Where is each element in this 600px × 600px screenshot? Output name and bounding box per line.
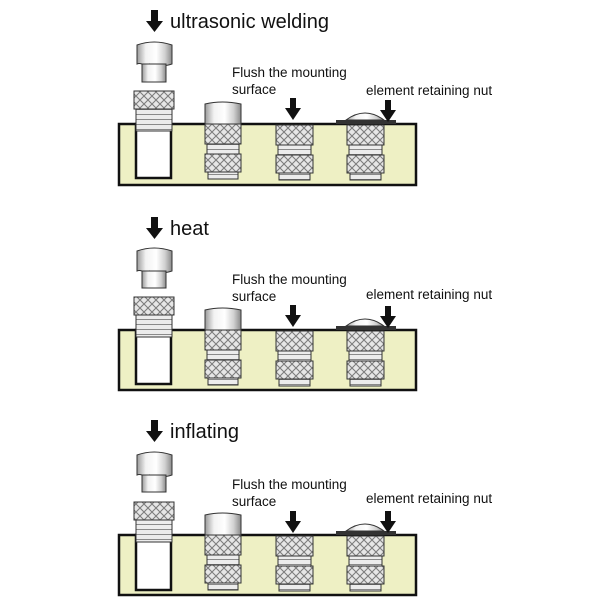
flush-label-line2: surface (232, 494, 276, 509)
nut-arrow-icon (380, 511, 396, 533)
panel-title: ultrasonic welding (170, 11, 329, 33)
flush-label-line1: Flush the mounting (232, 272, 347, 287)
empty-hole (134, 122, 173, 180)
panel-heat: heat Flush the mounting s (117, 217, 492, 392)
nut-arrow-icon (380, 100, 396, 122)
threaded-insert-flush (275, 330, 314, 387)
nut-arrow-icon (380, 306, 396, 328)
flush-label-line1: Flush the mounting (232, 477, 347, 492)
flush-arrow-icon (285, 98, 301, 120)
threaded-insert-flush (275, 124, 314, 181)
nut-label: element retaining nut (366, 287, 492, 302)
flush-label-line2: surface (232, 82, 276, 97)
expansion-tool (136, 451, 173, 493)
panel-ultrasonic-welding: ultrasonic welding (117, 10, 492, 187)
threaded-insert-installed (204, 101, 242, 180)
empty-hole (134, 533, 173, 592)
title-arrow-icon (146, 10, 163, 32)
flush-label-line1: Flush the mounting (232, 65, 347, 80)
title-arrow-icon (146, 217, 163, 239)
threaded-insert-with-nut (336, 112, 396, 181)
threaded-insert-installed (204, 512, 242, 591)
welding-horn-tool (136, 41, 173, 83)
flush-arrow-icon (285, 305, 301, 327)
nut-label: element retaining nut (366, 83, 492, 98)
threaded-insert-positioned (133, 501, 175, 543)
substrate-block (117, 533, 418, 597)
threaded-insert-with-nut (336, 318, 396, 387)
threaded-insert-flush (275, 535, 314, 592)
threaded-insert-positioned (133, 90, 175, 132)
panel-inflating: inflating Flush the mounting (117, 420, 492, 597)
panel-title: inflating (170, 421, 239, 443)
flush-arrow-icon (285, 511, 301, 533)
threaded-insert-positioned (133, 296, 175, 338)
empty-hole (134, 328, 173, 386)
panel-title: heat (170, 218, 209, 240)
threaded-insert-installed (204, 307, 242, 386)
heated-tool (136, 247, 173, 289)
title-arrow-icon (146, 420, 163, 442)
threaded-insert-with-nut (336, 523, 396, 592)
substrate-block (117, 328, 418, 392)
substrate-block (117, 122, 418, 187)
flush-label-line2: surface (232, 289, 276, 304)
nut-label: element retaining nut (366, 491, 492, 506)
